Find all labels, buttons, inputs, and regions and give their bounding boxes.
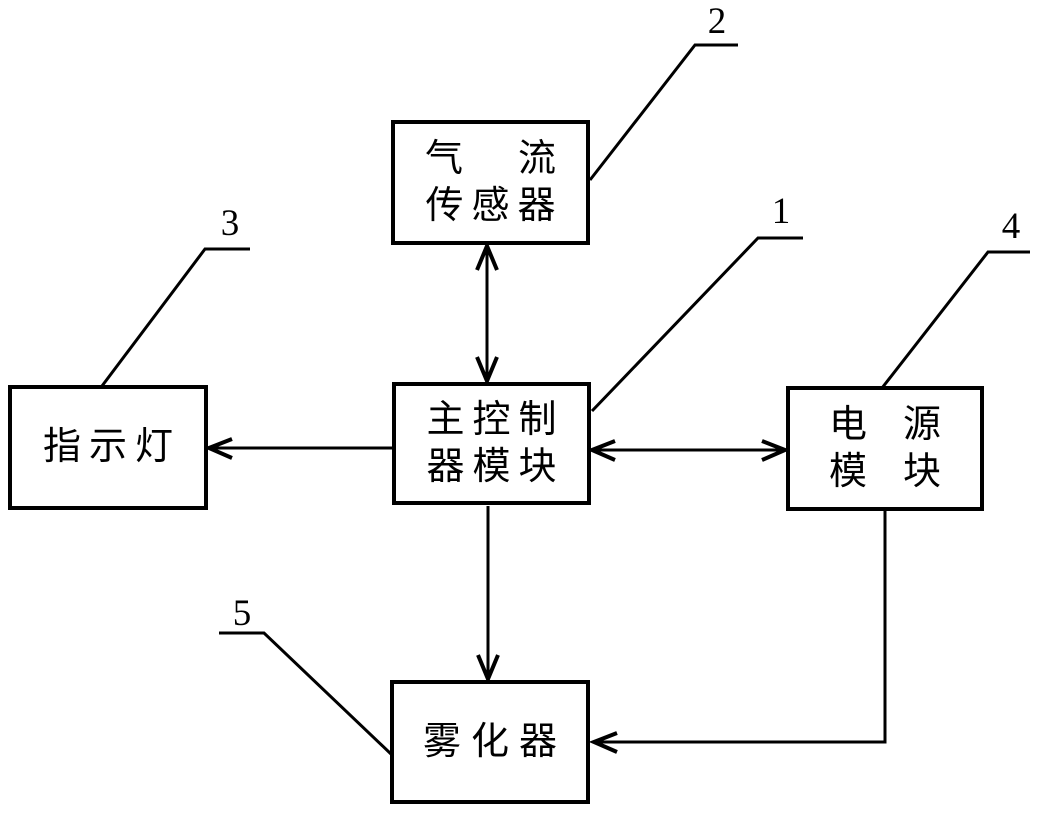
ref-label-2: 2 bbox=[707, 1, 727, 42]
indicator-light-label: 指示灯 bbox=[42, 426, 181, 468]
arrow-power-atomizer bbox=[588, 511, 887, 754]
leader-line-3 bbox=[100, 247, 250, 387]
main-controller-label-line2: 器模块 bbox=[426, 445, 565, 488]
arrow-controller-airflow bbox=[475, 240, 499, 387]
airflow-sensor-label-line2: 传感器 bbox=[425, 184, 564, 227]
box-power-module: 电源 模块 bbox=[786, 386, 984, 511]
ref-label-4: 4 bbox=[1001, 206, 1021, 247]
power-module-label-line2: 模块 bbox=[828, 450, 977, 493]
box-main-controller: 主控制 器模块 bbox=[392, 382, 591, 505]
power-module-label-line1: 电源 bbox=[828, 403, 977, 446]
leader-line-4 bbox=[880, 250, 1030, 389]
box-atomizer: 雾化器 bbox=[390, 680, 590, 804]
box-indicator-light: 指示灯 bbox=[8, 385, 208, 510]
atomizer-label: 雾化器 bbox=[422, 720, 567, 763]
ref-label-5: 5 bbox=[232, 593, 252, 634]
box-airflow-sensor: 气流 传感器 bbox=[391, 120, 590, 245]
ref-label-3: 3 bbox=[220, 203, 240, 244]
airflow-sensor-label-line1: 气流 bbox=[424, 137, 611, 180]
ref-label-1: 1 bbox=[771, 191, 791, 232]
leader-line-1 bbox=[590, 236, 803, 413]
arrow-controller-power bbox=[586, 439, 791, 462]
leader-line-5 bbox=[219, 631, 393, 756]
leader-line-2 bbox=[588, 43, 738, 181]
main-controller-label-line1: 主控制 bbox=[426, 398, 565, 441]
arrow-controller-atomizer bbox=[476, 506, 500, 685]
arrow-controller-indicator bbox=[203, 437, 392, 460]
